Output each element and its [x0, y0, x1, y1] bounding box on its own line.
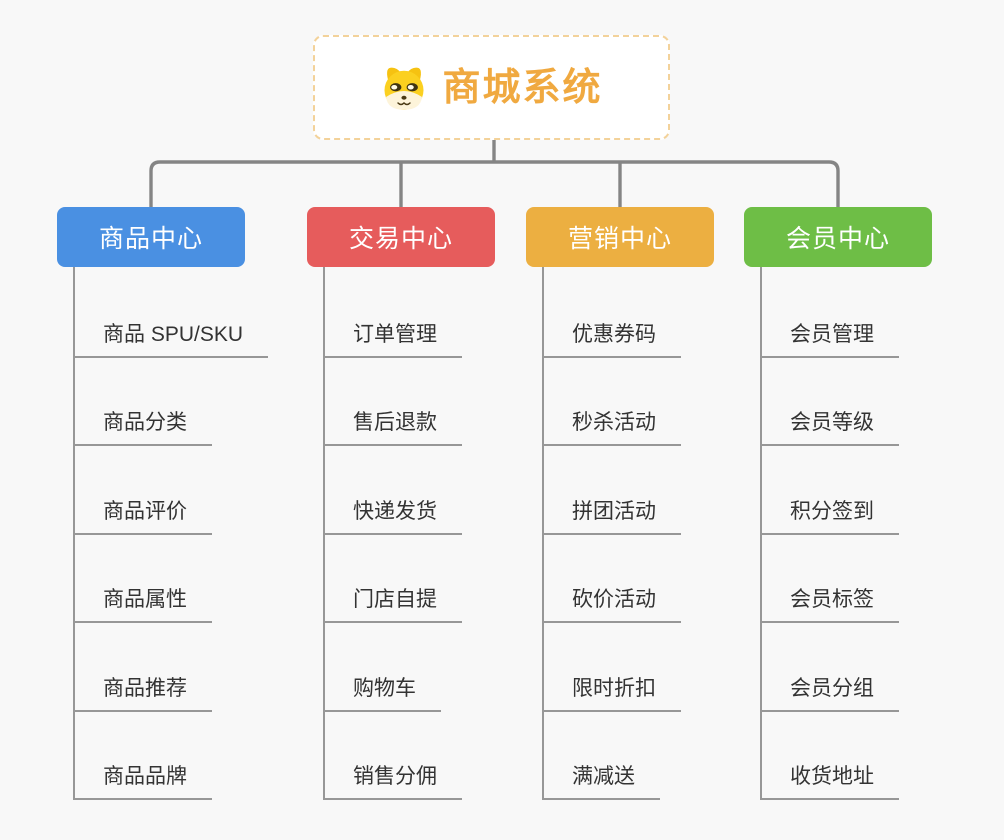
- child-node[interactable]: 售后退款: [323, 410, 462, 446]
- branch-member-center: 会员中心 会员管理 会员等级 积分签到 会员标签 会员分组 收货地址: [744, 207, 932, 800]
- child-node[interactable]: 拼团活动: [542, 499, 681, 535]
- branch-label: 交易中心: [348, 225, 453, 253]
- branch-header-marketing-center[interactable]: 营销中心: [526, 207, 714, 267]
- child-node[interactable]: 销售分佣: [323, 764, 462, 800]
- branch-marketing-center: 营销中心 优惠券码 秒杀活动 拼团活动 砍价活动 限时折扣 满减送: [526, 207, 714, 800]
- child-node[interactable]: 收货地址: [760, 764, 899, 800]
- child-node[interactable]: 优惠券码: [542, 322, 681, 358]
- connector-bus-line: [149, 160, 840, 209]
- branch-label: 商品中心: [98, 225, 203, 253]
- child-node[interactable]: 满减送: [542, 764, 660, 800]
- child-node[interactable]: 限时折扣: [542, 676, 681, 712]
- branch-header-goods-center[interactable]: 商品中心: [57, 207, 245, 267]
- child-node[interactable]: 会员标签: [760, 587, 899, 623]
- child-node[interactable]: 商品品牌: [73, 764, 212, 800]
- child-node[interactable]: 会员管理: [760, 322, 899, 358]
- child-node[interactable]: 会员等级: [760, 410, 899, 446]
- child-node[interactable]: 砍价活动: [542, 587, 681, 623]
- child-node[interactable]: 门店自提: [323, 587, 462, 623]
- branch-goods-center: 商品中心 商品 SPU/SKU 商品分类 商品评价 商品属性 商品推荐 商品品牌: [57, 207, 269, 800]
- child-node[interactable]: 积分签到: [760, 499, 899, 535]
- child-node[interactable]: 商品属性: [73, 587, 212, 623]
- child-node[interactable]: 秒杀活动: [542, 410, 681, 446]
- branch-goods-children: 商品 SPU/SKU 商品分类 商品评价 商品属性 商品推荐 商品品牌: [73, 267, 295, 800]
- branch-label: 会员中心: [785, 225, 890, 253]
- dog-face-icon: [384, 67, 424, 110]
- branch-member-children: 会员管理 会员等级 积分签到 会员标签 会员分组 收货地址: [760, 267, 982, 800]
- child-node[interactable]: 会员分组: [760, 676, 899, 712]
- child-node[interactable]: 商品评价: [73, 499, 212, 535]
- child-node[interactable]: 快递发货: [323, 499, 462, 535]
- root-node[interactable]: 商城系统: [313, 35, 670, 140]
- branch-header-trade-center[interactable]: 交易中心: [307, 207, 495, 267]
- root-node-label: 商城系统: [442, 66, 603, 109]
- child-node[interactable]: 购物车: [323, 676, 441, 712]
- branch-trade-center: 交易中心 订单管理 售后退款 快递发货 门店自提 购物车 销售分佣: [307, 207, 495, 800]
- branch-label: 营销中心: [567, 225, 672, 253]
- child-node[interactable]: 商品分类: [73, 410, 212, 446]
- child-node[interactable]: 订单管理: [323, 322, 462, 358]
- child-node[interactable]: 商品推荐: [73, 676, 212, 712]
- branch-header-member-center[interactable]: 会员中心: [744, 207, 932, 267]
- branch-trade-children: 订单管理 售后退款 快递发货 门店自提 购物车 销售分佣: [323, 267, 545, 800]
- child-node[interactable]: 商品 SPU/SKU: [73, 322, 269, 358]
- branch-marketing-children: 优惠券码 秒杀活动 拼团活动 砍价活动 限时折扣 满减送: [542, 267, 764, 800]
